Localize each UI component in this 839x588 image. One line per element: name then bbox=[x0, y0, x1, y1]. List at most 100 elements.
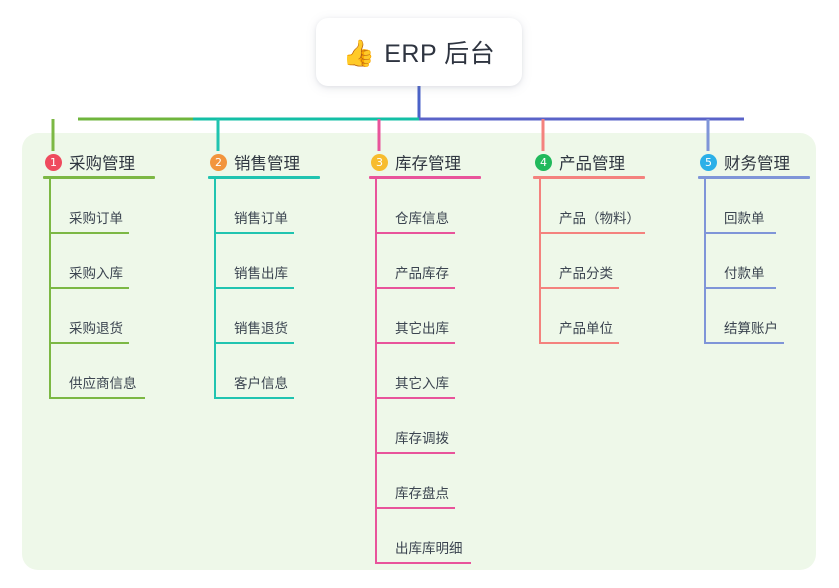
column-产品管理: 4 产品管理产品（物料） 产品分类产品单位 bbox=[533, 145, 693, 344]
column-header-2[interactable]: 2 销售管理 bbox=[208, 145, 358, 179]
list-item-underline bbox=[375, 452, 455, 454]
list-item-label: 供应商信息 bbox=[69, 376, 137, 391]
root-node-card[interactable]: 👍 ERP 后台 bbox=[316, 18, 522, 86]
list-item[interactable]: 出库库明细 bbox=[369, 509, 529, 564]
list-item-underline bbox=[375, 507, 455, 509]
column-header-underline bbox=[698, 176, 810, 179]
column-spine bbox=[375, 179, 377, 564]
list-item-underline bbox=[214, 232, 294, 234]
list-item-underline bbox=[375, 562, 471, 564]
list-item[interactable]: 采购入库 bbox=[43, 234, 193, 289]
column-index-badge: 2 bbox=[210, 153, 227, 171]
column-库存管理: 3 库存管理仓库信息产品库存其它出库其它入库库存调拨库存盘点出库库明细 bbox=[369, 145, 529, 564]
list-item-label: 产品库存 bbox=[395, 266, 449, 281]
list-item-underline bbox=[704, 232, 776, 234]
list-item-underline bbox=[539, 287, 619, 289]
list-item[interactable]: 产品（物料） bbox=[533, 179, 693, 234]
column-items: 采购订单采购入库采购退货供应商信息 bbox=[43, 179, 193, 399]
column-header-1[interactable]: 1 采购管理 bbox=[43, 145, 193, 179]
list-item[interactable]: 销售出库 bbox=[208, 234, 358, 289]
list-item[interactable]: 采购退货 bbox=[43, 289, 193, 344]
list-item-underline bbox=[49, 232, 129, 234]
column-title: 销售管理 bbox=[234, 155, 300, 173]
list-item-underline bbox=[214, 342, 294, 344]
list-item-label: 采购订单 bbox=[69, 211, 123, 226]
column-header-underline bbox=[533, 176, 645, 179]
list-item-underline bbox=[49, 397, 145, 399]
column-header-3[interactable]: 3 库存管理 bbox=[369, 145, 529, 179]
list-item-underline bbox=[375, 397, 455, 399]
list-item[interactable]: 销售退货 bbox=[208, 289, 358, 344]
column-items: 仓库信息产品库存其它出库其它入库库存调拨库存盘点出库库明细 bbox=[369, 179, 529, 564]
list-item-label: 采购退货 bbox=[69, 321, 123, 336]
list-item-label: 产品单位 bbox=[559, 321, 613, 336]
list-item[interactable]: 仓库信息 bbox=[369, 179, 529, 234]
list-item-underline bbox=[49, 342, 129, 344]
column-header-underline bbox=[208, 176, 320, 179]
list-item-label: 其它出库 bbox=[395, 321, 449, 336]
list-item-underline bbox=[375, 232, 455, 234]
content-panel bbox=[22, 133, 816, 570]
column-title: 财务管理 bbox=[724, 155, 790, 173]
column-header-underline bbox=[369, 176, 481, 179]
list-item[interactable]: 库存调拨 bbox=[369, 399, 529, 454]
list-item-underline bbox=[704, 342, 784, 344]
list-item-label: 库存调拨 bbox=[395, 431, 449, 446]
list-item-underline bbox=[539, 342, 619, 344]
list-item-label: 出库库明细 bbox=[395, 541, 463, 556]
column-spine bbox=[214, 179, 216, 399]
list-item[interactable]: 回款单 bbox=[698, 179, 839, 234]
list-item-label: 结算账户 bbox=[724, 321, 778, 336]
column-title: 库存管理 bbox=[395, 155, 461, 173]
column-财务管理: 5 财务管理回款单付款单结算账户 bbox=[698, 145, 839, 344]
column-采购管理: 1 采购管理采购订单采购入库采购退货供应商信息 bbox=[43, 145, 193, 399]
list-item[interactable]: 供应商信息 bbox=[43, 344, 193, 399]
list-item[interactable]: 客户信息 bbox=[208, 344, 358, 399]
list-item-label: 其它入库 bbox=[395, 376, 449, 391]
column-index-badge: 5 bbox=[700, 153, 717, 171]
list-item[interactable]: 其它出库 bbox=[369, 289, 529, 344]
column-index-badge: 3 bbox=[371, 153, 388, 171]
list-item[interactable]: 库存盘点 bbox=[369, 454, 529, 509]
list-item-label: 采购入库 bbox=[69, 266, 123, 281]
column-销售管理: 2 销售管理销售订单销售出库销售退货客户信息 bbox=[208, 145, 358, 399]
column-items: 回款单付款单结算账户 bbox=[698, 179, 839, 344]
list-item[interactable]: 销售订单 bbox=[208, 179, 358, 234]
list-item-label: 付款单 bbox=[724, 266, 765, 281]
list-item-underline bbox=[539, 232, 645, 234]
list-item-label: 库存盘点 bbox=[395, 486, 449, 501]
column-index-badge: 1 bbox=[45, 153, 62, 171]
column-items: 产品（物料） 产品分类产品单位 bbox=[533, 179, 693, 344]
list-item-label: 回款单 bbox=[724, 211, 765, 226]
column-items: 销售订单销售出库销售退货客户信息 bbox=[208, 179, 358, 399]
list-item[interactable]: 产品库存 bbox=[369, 234, 529, 289]
list-item-label: 客户信息 bbox=[234, 376, 288, 391]
list-item[interactable]: 其它入库 bbox=[369, 344, 529, 399]
list-item-label: 销售出库 bbox=[234, 266, 288, 281]
list-item-label: 仓库信息 bbox=[395, 211, 449, 226]
column-index-badge: 4 bbox=[535, 153, 552, 171]
thumbs-up-icon: 👍 bbox=[342, 38, 376, 68]
column-title: 采购管理 bbox=[69, 155, 135, 173]
column-title: 产品管理 bbox=[559, 155, 625, 173]
list-item-underline bbox=[49, 287, 129, 289]
list-item-underline bbox=[704, 287, 776, 289]
list-item-underline bbox=[375, 287, 455, 289]
list-item[interactable]: 产品单位 bbox=[533, 289, 693, 344]
list-item[interactable]: 采购订单 bbox=[43, 179, 193, 234]
column-header-5[interactable]: 5 财务管理 bbox=[698, 145, 839, 179]
list-item[interactable]: 结算账户 bbox=[698, 289, 839, 344]
column-header-underline bbox=[43, 176, 155, 179]
list-item-label: 产品分类 bbox=[559, 266, 613, 281]
column-spine bbox=[539, 179, 541, 344]
list-item-label: 销售订单 bbox=[234, 211, 288, 226]
column-spine bbox=[704, 179, 706, 344]
list-item[interactable]: 产品分类 bbox=[533, 234, 693, 289]
root-title: ERP 后台 bbox=[384, 40, 496, 68]
column-header-4[interactable]: 4 产品管理 bbox=[533, 145, 693, 179]
list-item-underline bbox=[214, 397, 294, 399]
list-item[interactable]: 付款单 bbox=[698, 234, 839, 289]
list-item-label: 销售退货 bbox=[234, 321, 288, 336]
list-item-underline bbox=[214, 287, 294, 289]
